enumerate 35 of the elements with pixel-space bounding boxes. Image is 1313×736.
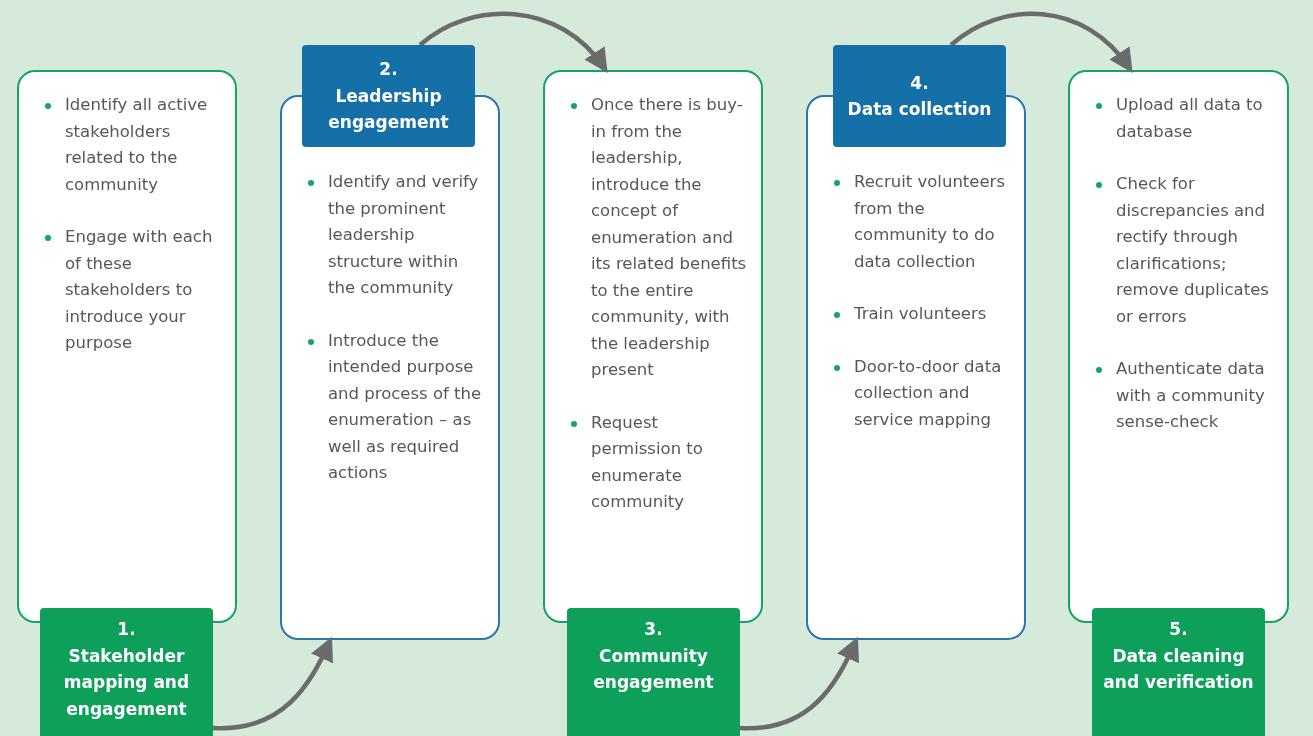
curved-arrow [740, 636, 859, 731]
step-card [17, 70, 237, 623]
step-card [1068, 70, 1289, 623]
step-title: Community engagement [592, 644, 715, 694]
curved-arrow [949, 11, 1133, 73]
step-title: Leadership engagement [327, 84, 450, 135]
bullet-text: Identify and verify the prominent leadership structure within the community [328, 172, 479, 297]
step-number: 3. [644, 618, 663, 641]
step-label-box [302, 45, 475, 147]
bullet-text: Check for discrepancies and rectify through clarifications; remove duplicates or errors [1116, 174, 1269, 326]
step-title: Stakeholder mapping and engagement [62, 644, 191, 721]
bullet-text: Request permission to enumerate community [591, 412, 703, 511]
step-title: Data collection [847, 98, 992, 121]
step-label-box [1092, 608, 1265, 736]
step-number: 4. [910, 71, 929, 95]
step-number: 2. [379, 58, 398, 82]
curved-arrow [418, 11, 608, 73]
bullet-text: Engage with each of these stakeholders to introduce your purpose [65, 227, 213, 352]
step-card [543, 70, 763, 623]
bullet-text: Identify all active stakeholders related to the community [65, 95, 208, 194]
bullet-text: Upload all data to database [1116, 95, 1263, 141]
bullet-text: Recruit volunteers from the community to do data collection [854, 172, 1005, 271]
bullet-text: Authenticate data with a community sense-check [1116, 359, 1265, 431]
step-number: 1. [117, 618, 136, 641]
step-card [806, 95, 1026, 640]
curved-arrow [213, 636, 333, 731]
step-label-box [40, 608, 213, 736]
bullet-text: Door-to-door data collection and service mapping [854, 356, 1002, 429]
step-label-box [567, 608, 740, 736]
bullet-text: Train volunteers [854, 304, 987, 323]
step-number: 5. [1169, 618, 1188, 641]
bullet-text: Once there is buy-in from the leadership, introduce the concept of enumeration and its related benefits to the entire community, with the leadership present [591, 95, 747, 379]
step-label-box [833, 45, 1006, 147]
bullet-text: Introduce the intended purpose and process of the enumeration – as well as required actions [328, 330, 482, 482]
step-title: Data cleaning and verification [1102, 644, 1255, 694]
